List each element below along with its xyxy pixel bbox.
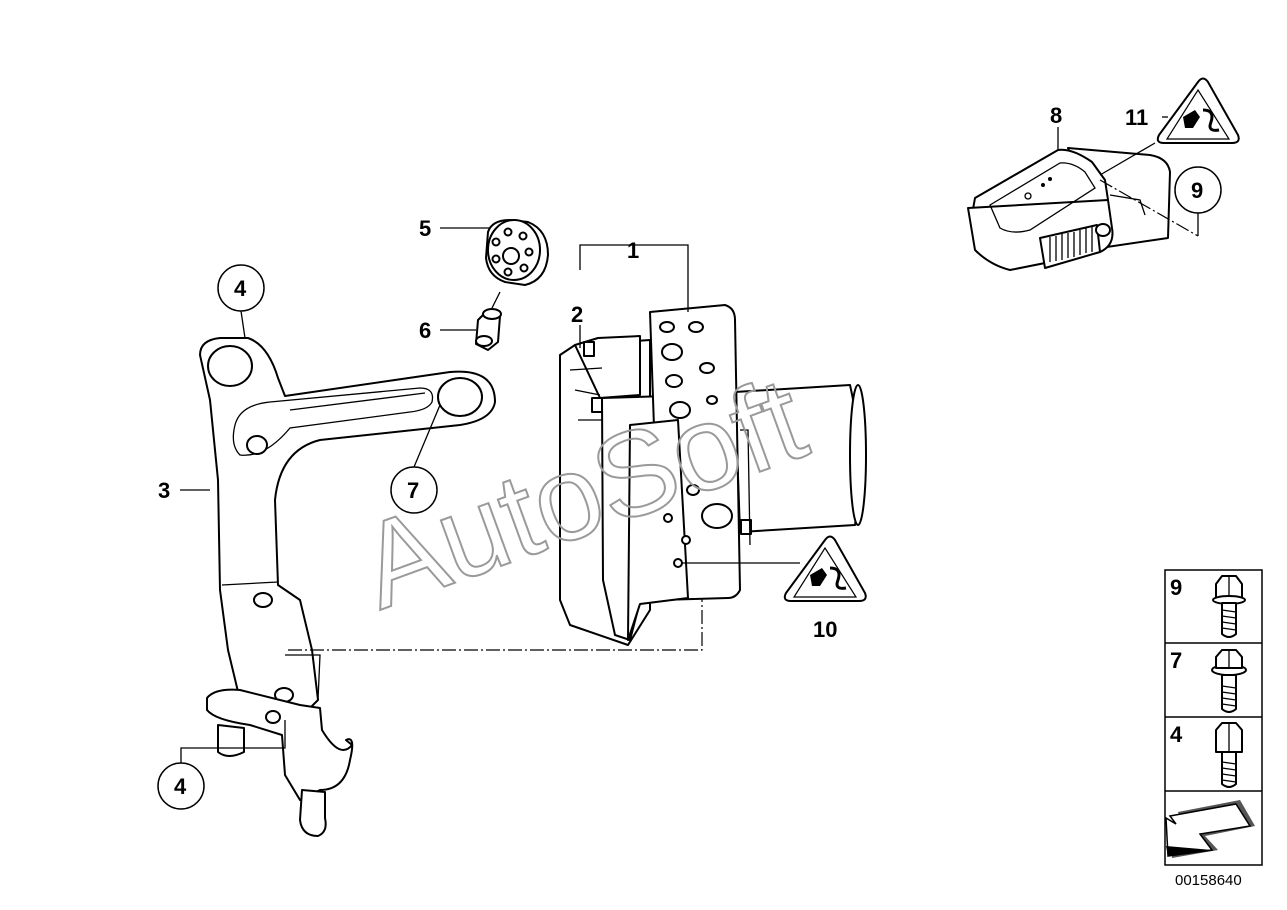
- callout-label-10: 10: [813, 617, 837, 642]
- fastener-legend: 9 7 4: [1164, 569, 1263, 866]
- legend-number-7: 7: [1170, 648, 1182, 673]
- callout-label-7: 7: [407, 478, 419, 503]
- lower-support-clip: [206, 654, 354, 837]
- rubber-mount: [485, 219, 549, 286]
- callout-label-5: 5: [419, 216, 431, 241]
- mount-sleeve: [475, 308, 502, 351]
- callout-label-11: 11: [1125, 105, 1148, 130]
- leader-lines: [180, 116, 1199, 763]
- hex-flange-bolt-icon: [1212, 575, 1246, 638]
- warning-triangle-10: [783, 535, 867, 602]
- diagram-number: 00158640: [1175, 872, 1242, 889]
- mounting-bracket: [199, 337, 496, 719]
- legend-number-9: 9: [1170, 575, 1182, 600]
- direction-arrow-icon: [1165, 800, 1255, 858]
- legend-number-4: 4: [1170, 722, 1183, 747]
- callout-label-4-bottom: 4: [174, 774, 187, 799]
- hex-bolt-icon: [1215, 722, 1243, 788]
- callout-label-9: 9: [1191, 178, 1203, 203]
- callout-label-6: 6: [419, 318, 431, 343]
- callout-label-8: 8: [1050, 103, 1062, 128]
- hydraulic-unit: [559, 304, 867, 646]
- hex-collar-bolt-icon: [1211, 649, 1247, 713]
- yaw-rate-sensor: [967, 147, 1171, 271]
- callout-label-2: 2: [571, 302, 583, 327]
- callout-label-4-top: 4: [234, 276, 247, 301]
- warning-triangle-11: [1156, 77, 1240, 144]
- callout-label-1: 1: [627, 238, 639, 263]
- callout-label-3: 3: [158, 478, 170, 503]
